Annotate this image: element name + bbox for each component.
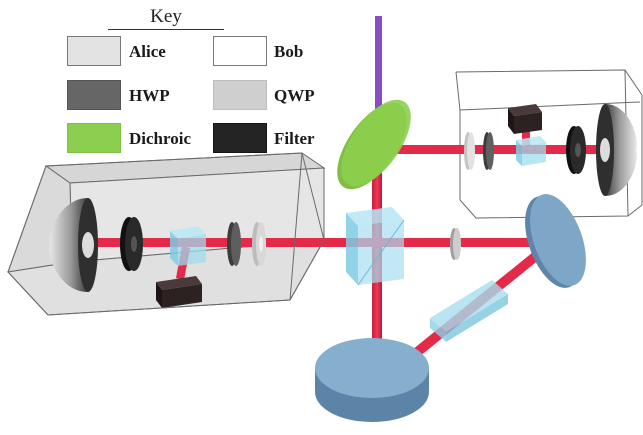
legend-label-alice: Alice — [129, 42, 166, 61]
lower-mirror — [315, 338, 429, 422]
dichroic-mirror — [337, 99, 411, 190]
beam-to-bob — [377, 145, 617, 154]
alice-beamsplitter-cube — [170, 226, 206, 266]
right-mirror — [525, 194, 586, 288]
legend-label-hwp: HWP — [129, 86, 170, 105]
central-qwp — [450, 228, 461, 260]
pump-beam — [375, 16, 382, 146]
bob-beamsplitter-cube — [516, 136, 546, 166]
alice-detector — [49, 198, 98, 292]
alice-enclosure-edges — [7, 152, 325, 316]
bob-qwp — [464, 132, 475, 170]
nonlinear-crystal — [430, 280, 508, 342]
legend-divider — [108, 29, 224, 30]
legend-swatch-filter — [213, 123, 267, 153]
legend-swatch-hwp — [67, 80, 121, 110]
alice-filter-block — [156, 276, 202, 308]
central-beamsplitter-cube — [346, 207, 405, 286]
bob-detector — [596, 104, 637, 196]
legend-label-dichroic: Dichroic — [129, 129, 192, 148]
legend-swatch-alice — [67, 36, 121, 66]
legend-swatch-dichroic — [67, 123, 121, 153]
alice-hwp — [227, 222, 241, 266]
legend-label-filter: Filter — [274, 129, 315, 148]
alice-qwp — [252, 222, 266, 266]
legend-title: Key — [150, 6, 182, 27]
bob-hwp — [483, 132, 494, 170]
bob-filter-block — [508, 104, 542, 134]
legend-label-bob: Bob — [274, 42, 304, 61]
legend-swatch-qwp — [213, 80, 267, 110]
bob-filter-disc — [566, 126, 586, 174]
alice-filter-disc — [120, 217, 143, 271]
beam-horizontal — [70, 238, 560, 247]
legend-swatch-bob — [213, 36, 267, 66]
legend-label-qwp: QWP — [274, 86, 315, 105]
